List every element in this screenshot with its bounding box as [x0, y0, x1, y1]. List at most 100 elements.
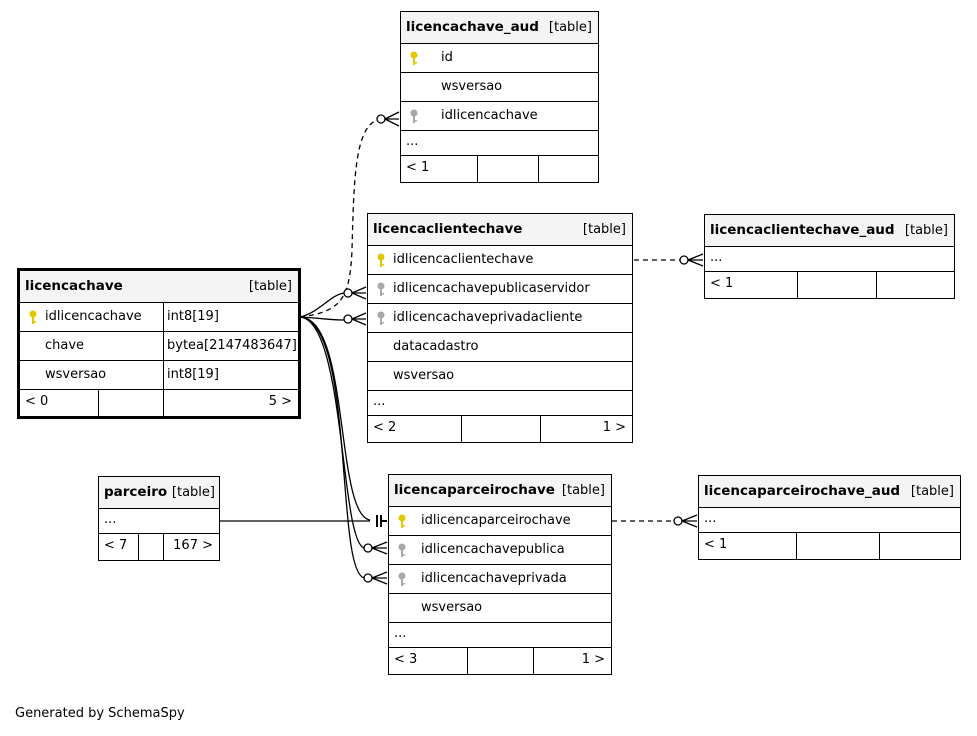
table-licencachave[interactable]: licencachave [table] idlicencachave int8… [17, 268, 301, 419]
more-columns: ... [401, 131, 598, 156]
column-row[interactable]: idlicencachave [401, 102, 598, 131]
ellipsis: ... [104, 512, 117, 527]
column-row[interactable]: idlicencachave int8[19] [20, 303, 298, 332]
more-columns: ... [699, 508, 960, 533]
column-type: int8[19] [163, 303, 219, 331]
foreign-key-icon [377, 282, 385, 296]
table-header: licencaclientechave [table] [368, 214, 632, 246]
crowfoot [384, 111, 400, 127]
table-header: licencachave [table] [20, 271, 298, 303]
column-name: chave [45, 338, 85, 353]
column-row[interactable]: idlicencaclientechave [368, 246, 632, 275]
column-row[interactable]: wsversao [401, 73, 598, 102]
table-kind: [table] [171, 485, 215, 500]
table-licencaparceirochave[interactable]: licencaparceirochave [table] idlicencapa… [388, 474, 612, 675]
column-row[interactable]: idlicencachavepublicaservidor [368, 275, 632, 304]
link-licencachave-licencachave-aud [299, 118, 381, 318]
ellipsis: ... [394, 626, 407, 641]
table-licencaclientechave-aud[interactable]: licencaclientechave_aud [table] ... < 1 [704, 214, 955, 299]
table-name: parceiro [104, 484, 168, 500]
one-marker [376, 515, 387, 527]
link-licencachave-parceirochave-publica [299, 316, 365, 549]
column-name: wsversao [45, 367, 107, 382]
table-footer: < 1 [699, 533, 960, 559]
primary-key-icon [377, 253, 385, 267]
column-name: idlicencachavepublicaservidor [393, 281, 590, 296]
table-kind: [table] [548, 20, 592, 35]
table-name: licencachave_aud [406, 19, 539, 35]
table-name: licencaclientechave_aud [710, 222, 895, 238]
table-kind: [table] [248, 279, 292, 294]
more-columns: ... [389, 623, 611, 648]
foreign-key-icon [377, 311, 385, 325]
child-count[interactable]: 1 > [602, 420, 626, 435]
crowfoot-circle [673, 516, 683, 526]
crowfoot-circle [363, 543, 373, 553]
column-name: idlicencaclientechave [393, 252, 534, 267]
column-row[interactable]: wsversao [389, 594, 611, 623]
child-count[interactable]: 5 > [268, 394, 292, 409]
link-licencachave-parceirochave-privada [299, 316, 365, 579]
parent-count[interactable]: < 1 [704, 537, 728, 552]
table-header: licencaparceirochave [table] [389, 475, 611, 507]
ellipsis: ... [406, 134, 419, 149]
column-row[interactable]: wsversao [368, 362, 632, 391]
table-name: licencaparceirochave [394, 482, 555, 498]
more-columns: ... [705, 247, 954, 272]
more-columns: ... [368, 391, 632, 416]
table-header: licencaparceirochave_aud [table] [699, 476, 960, 508]
table-name: licencachave [25, 278, 123, 294]
column-row[interactable]: idlicencachaveprivada [389, 565, 611, 594]
table-footer: < 0 5 > [20, 390, 298, 416]
column-name: idlicencachavepublica [421, 542, 565, 557]
parent-count[interactable]: < 1 [406, 160, 430, 175]
table-parceiro[interactable]: parceiro [table] ... < 7 167 > [98, 476, 220, 561]
primary-key-icon [410, 51, 418, 65]
crowfoot-circle [343, 314, 353, 324]
column-row[interactable]: idlicencachavepublica [389, 536, 611, 565]
link-licencachave-parceirochave-pk [299, 316, 371, 521]
child-count[interactable]: 1 > [581, 652, 605, 667]
table-name: licencaparceirochave_aud [704, 483, 901, 499]
column-name: datacadastro [393, 339, 479, 354]
table-kind: [table] [910, 484, 954, 499]
crowfoot-circle [363, 573, 373, 583]
column-row[interactable]: idlicencachaveprivadacliente [368, 304, 632, 333]
column-name: idlicencachaveprivada [421, 571, 567, 586]
table-kind: [table] [904, 223, 948, 238]
column-row[interactable]: id [401, 44, 598, 73]
crowfoot-circle [376, 114, 386, 124]
crowfoot [351, 286, 367, 300]
column-name: id [441, 50, 453, 65]
parent-count[interactable]: < 1 [710, 276, 734, 291]
table-header: licencaclientechave_aud [table] [705, 215, 954, 247]
column-row[interactable]: idlicencaparceirochave [389, 507, 611, 536]
table-footer: < 1 [705, 272, 954, 298]
table-licencaclientechave[interactable]: licencaclientechave [table] idlicencacli… [367, 213, 633, 443]
ellipsis: ... [704, 511, 717, 526]
table-header: licencachave_aud [table] [401, 12, 598, 44]
ellipsis: ... [710, 250, 723, 265]
foreign-key-icon [398, 543, 406, 557]
parent-count[interactable]: < 2 [373, 420, 397, 435]
table-licencachave-aud[interactable]: licencachave_aud [table] id wsversao idl… [400, 11, 599, 183]
column-row[interactable]: wsversao int8[19] [20, 361, 298, 390]
column-row[interactable]: datacadastro [368, 333, 632, 362]
table-kind: [table] [582, 222, 626, 237]
primary-key-icon [398, 514, 406, 528]
table-footer: < 3 1 > [389, 648, 611, 674]
table-header: parceiro [table] [99, 477, 219, 509]
crowfoot [371, 541, 388, 555]
parent-count[interactable]: < 3 [394, 652, 418, 667]
crowfoot [687, 253, 704, 267]
column-name: wsversao [393, 368, 455, 383]
child-count[interactable]: 167 > [173, 538, 213, 553]
parent-count[interactable]: < 0 [25, 394, 49, 409]
ellipsis: ... [373, 394, 386, 409]
parent-count[interactable]: < 7 [104, 538, 128, 553]
column-name: idlicencachave [45, 309, 142, 324]
link-licencachave-clientechave-servidor [299, 292, 345, 318]
column-name: wsversao [421, 600, 483, 615]
column-row[interactable]: chave bytea[2147483647] [20, 332, 298, 361]
table-licencaparceirochave-aud[interactable]: licencaparceirochave_aud [table] ... < 1 [698, 475, 961, 560]
